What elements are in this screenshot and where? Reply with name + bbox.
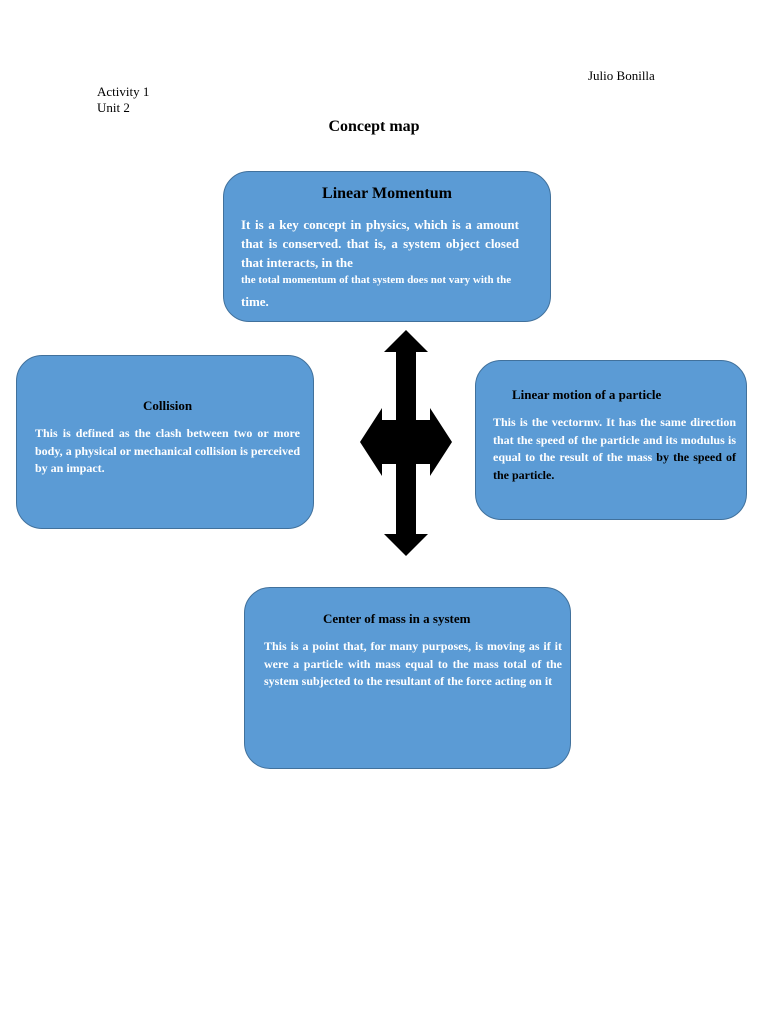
- box-title: Linear motion of a particle: [512, 387, 662, 402]
- concept-box-center-of-mass: Center of mass in a system This is a poi…: [244, 587, 571, 769]
- box-body-text-small: the total momentum of that system does n…: [241, 274, 512, 286]
- box-body: It is a key concept in physics, which is…: [241, 215, 519, 315]
- box-body-text: It is a key concept in physics, which is…: [241, 217, 519, 270]
- activity-label: Activity 1: [97, 84, 150, 99]
- box-body: This is the vectormv. It has the same di…: [493, 414, 736, 484]
- four-way-arrow-icon: [360, 330, 452, 556]
- box-body: This is a point that, for many purposes,…: [264, 639, 562, 688]
- box-title: Collision: [143, 398, 193, 413]
- box-body-text-dark: by the speed of the particle.: [493, 450, 736, 482]
- box-title: Center of mass in a system: [323, 611, 471, 626]
- activity-info: Activity 1 Unit 2: [97, 84, 149, 116]
- unit-label: Unit 2: [97, 100, 130, 115]
- concept-box-collision: Collision This is defined as the clash b…: [16, 355, 314, 529]
- concept-box-linear-motion: Linear motion of a particle This is the …: [475, 360, 747, 520]
- box-title: Linear Momentum: [322, 185, 452, 202]
- page-title: Concept map: [328, 118, 420, 135]
- concept-box-linear-momentum: Linear Momentum It is a key concept in p…: [223, 171, 551, 322]
- box-body-text: This is the vectormv. It has the same di…: [493, 415, 736, 464]
- author-name: Julio Bonilla: [588, 68, 655, 83]
- box-body: This is defined as the clash between two…: [35, 426, 300, 475]
- box-body-text-end: time.: [241, 294, 269, 309]
